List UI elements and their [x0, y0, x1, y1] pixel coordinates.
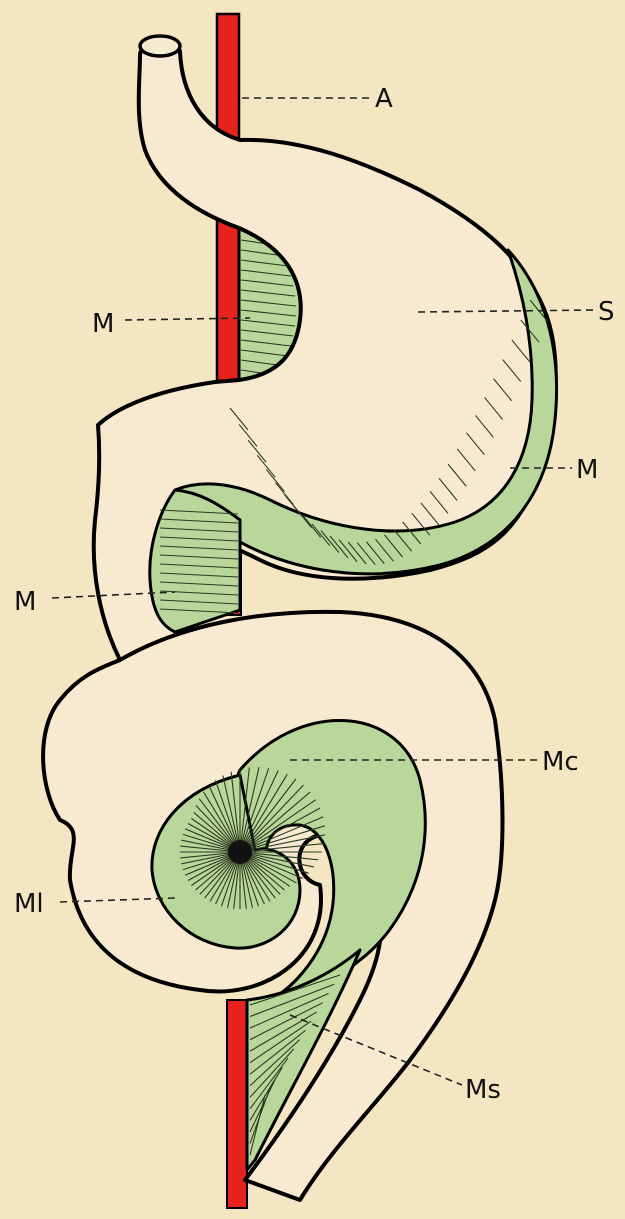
label-mesentery-duodenum: M	[14, 587, 36, 617]
label-mesentery-upper: M	[92, 309, 114, 339]
label-mesentery-stomach: M	[576, 455, 598, 485]
label-mesentery-small: Ms	[465, 1075, 501, 1105]
root-of-mesentery	[228, 840, 252, 864]
label-mesentery-intestine: Ml	[14, 889, 44, 919]
duodenal-mesentery	[150, 490, 240, 632]
label-aorta: A	[375, 84, 393, 114]
esophagus-opening	[140, 36, 180, 56]
label-stomach: S	[598, 297, 615, 327]
label-mesocolon: Mc	[542, 747, 579, 777]
